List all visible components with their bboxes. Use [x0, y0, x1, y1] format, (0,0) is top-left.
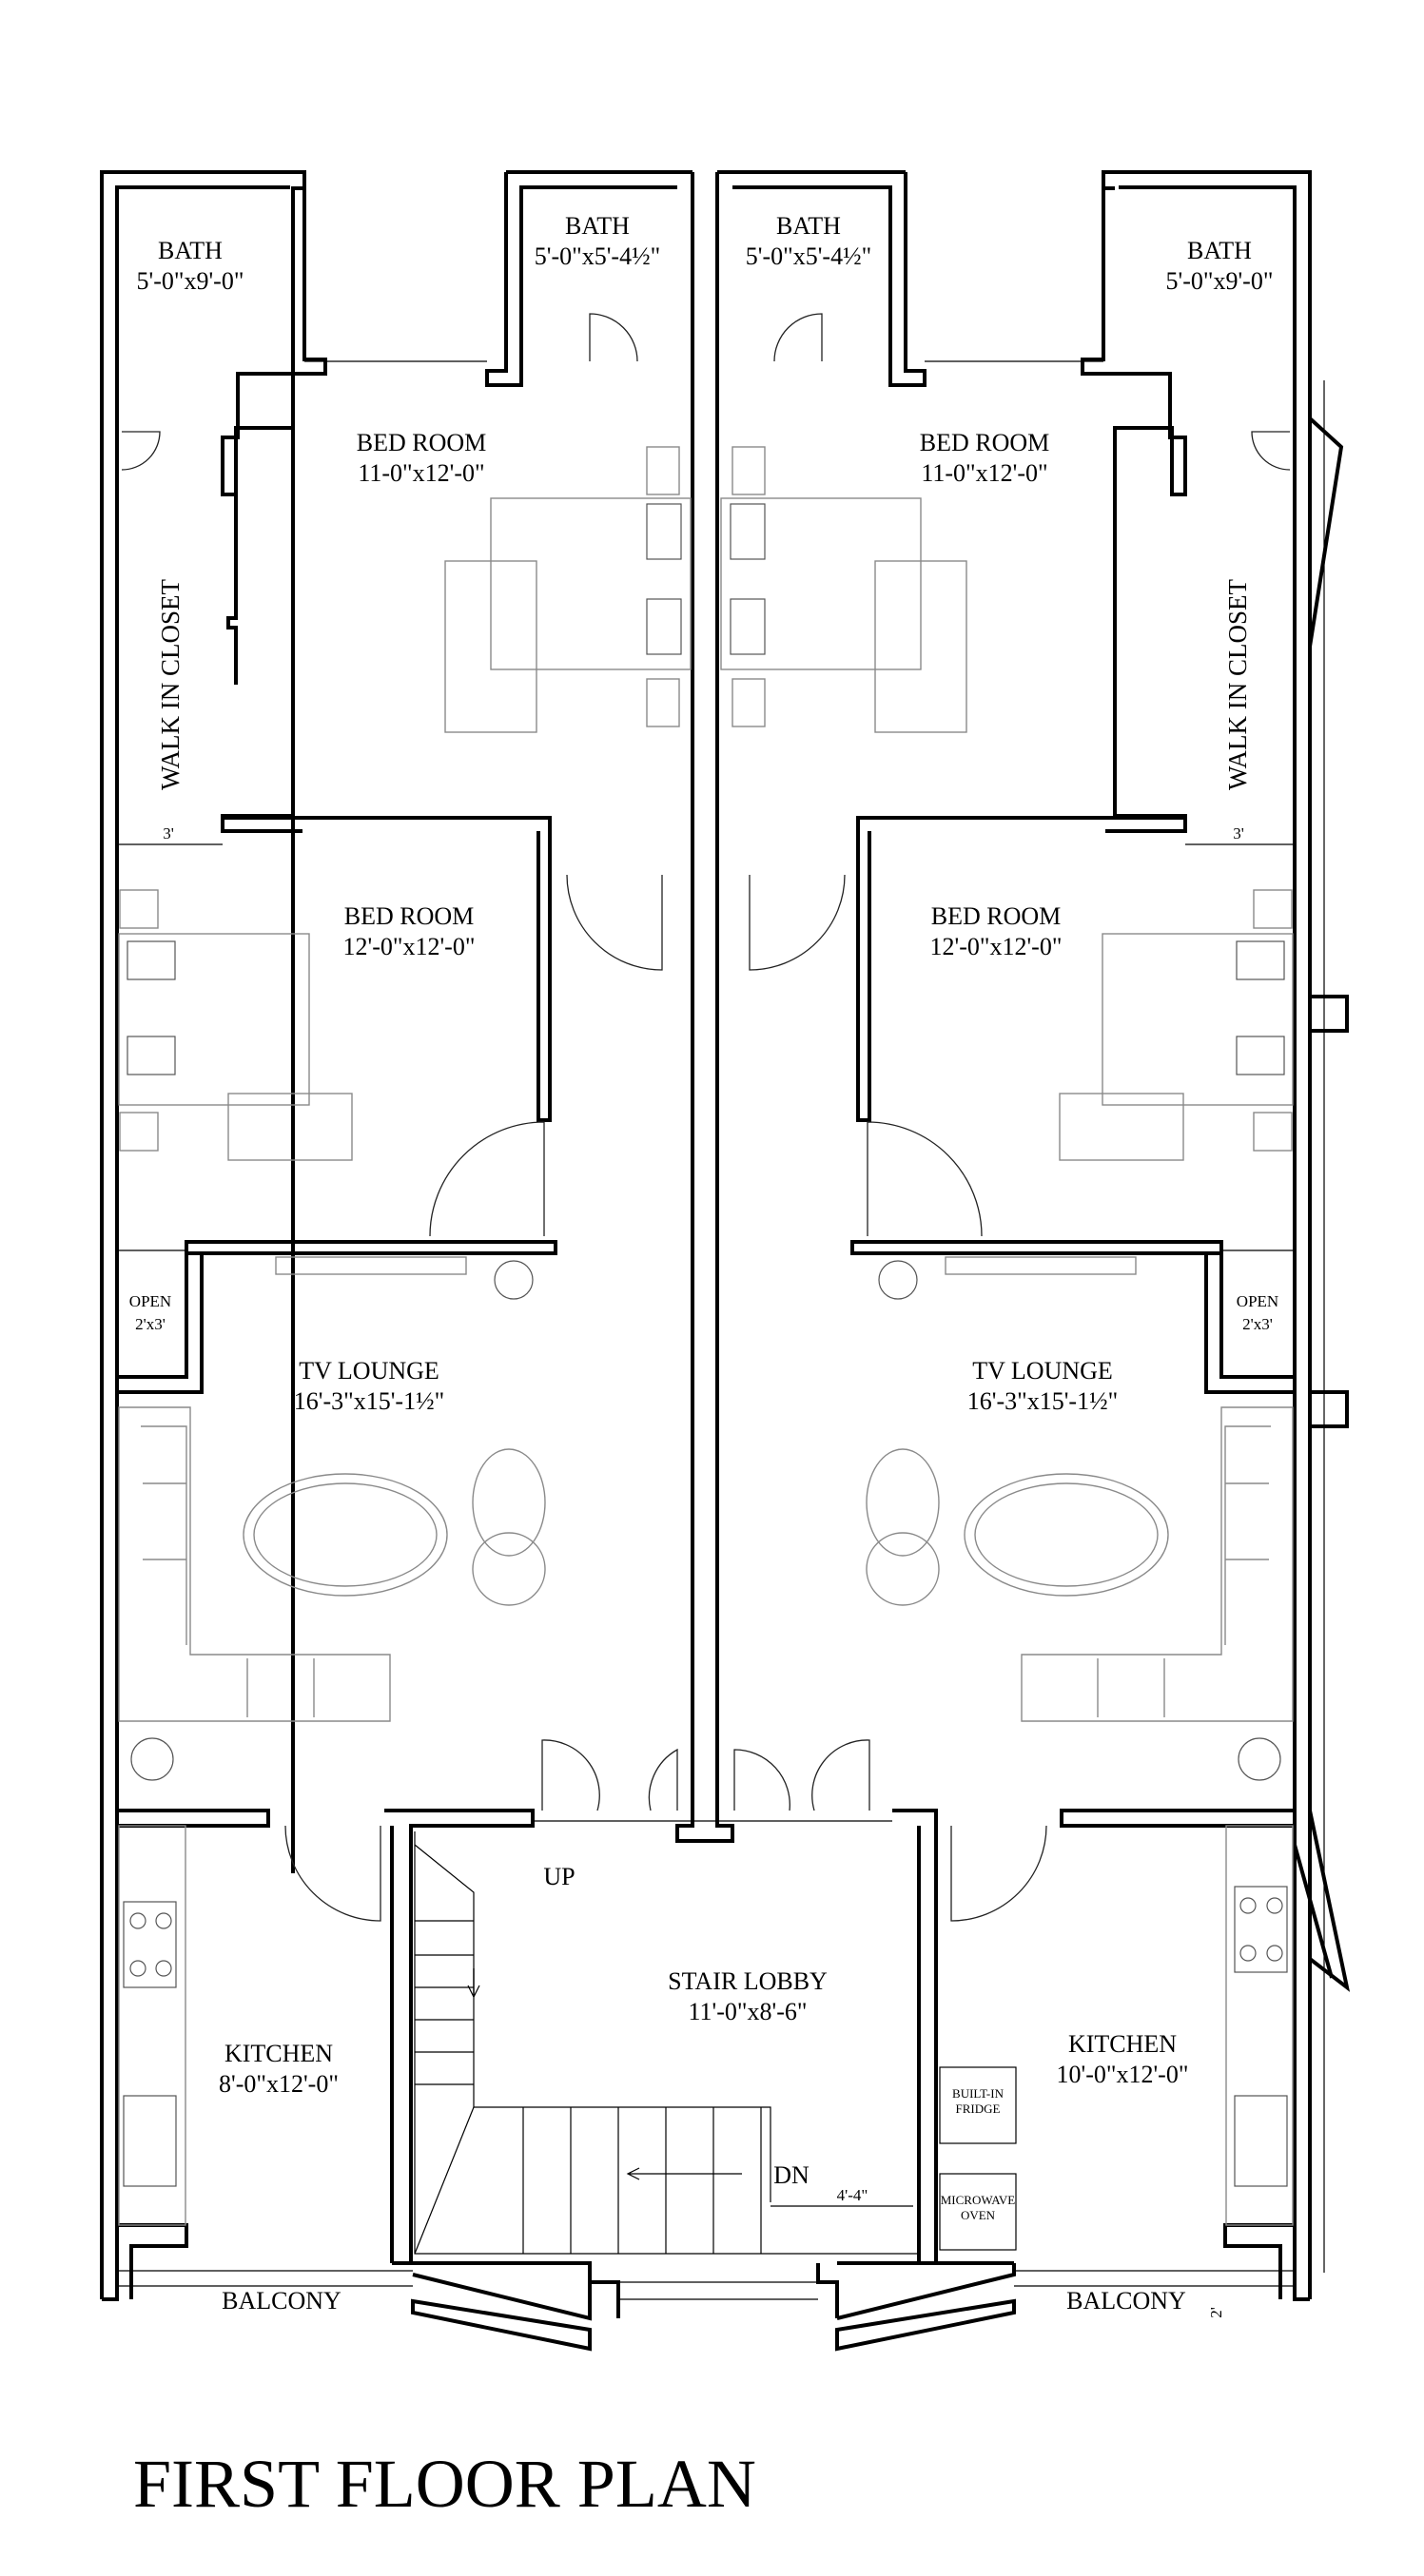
- open-left-name: OPEN: [129, 1292, 171, 1310]
- doors: [121, 313, 1291, 1922]
- stair-treads: [414, 1831, 917, 2255]
- closet-left-dim: 3': [163, 824, 174, 843]
- bath-center-left-size: 5'-0"x5'-4½": [535, 242, 660, 270]
- closet-left-name: WALK IN CLOSET: [156, 579, 185, 790]
- kitchen-fixtures: [118, 1825, 1294, 2251]
- stair-lobby-size: 11'-0"x8'-6": [689, 1998, 808, 2025]
- bed-mid-right-size: 12'-0"x12'-0": [930, 933, 1063, 960]
- bed-mid-right-name: BED ROOM: [931, 902, 1062, 930]
- stair-lobby-name: STAIR LOBBY: [668, 1967, 828, 1995]
- kitchen-right-size: 10'-0"x12'-0": [1057, 2061, 1189, 2088]
- closet-right-name: WALK IN CLOSET: [1223, 579, 1252, 790]
- closet-right-dim: 3': [1233, 824, 1244, 843]
- bed-top-right-size: 11-0"x12'-0": [921, 459, 1047, 487]
- stair-down-label: DN: [773, 2161, 810, 2189]
- thin-lines: [117, 360, 1325, 2300]
- kitchen-left-size: 8'-0"x12'-0": [219, 2070, 339, 2098]
- kitchen-right-name: KITCHEN: [1068, 2030, 1177, 2058]
- fridge-label-1: BUILT-IN: [952, 2086, 1005, 2101]
- microwave-label-1: MICROWAVE: [941, 2193, 1016, 2207]
- lounge-left-name: TV LOUNGE: [299, 1357, 439, 1385]
- walls: [100, 170, 1351, 2352]
- bed-top-left-name: BED ROOM: [357, 429, 487, 456]
- lounge-right-size: 16'-3"x15'-1½": [967, 1387, 1118, 1415]
- lounge-right-name: TV LOUNGE: [972, 1357, 1113, 1385]
- furniture: [118, 446, 1294, 1781]
- open-right-size: 2'x3': [1242, 1315, 1273, 1333]
- kitchen-left-name: KITCHEN: [224, 2040, 333, 2067]
- fridge-label-2: FRIDGE: [956, 2101, 1001, 2116]
- balcony-left-name: BALCONY: [222, 2287, 341, 2315]
- open-right-name: OPEN: [1237, 1292, 1278, 1310]
- balcony-right-name: BALCONY: [1066, 2287, 1186, 2315]
- bath-left-size: 5'-0"x9'-0": [137, 267, 244, 295]
- open-left-size: 2'x3': [135, 1315, 166, 1333]
- lounge-left-size: 16'-3"x15'-1½": [294, 1387, 444, 1415]
- stair-width-dim: 4'-4": [837, 2186, 868, 2204]
- bath-center-left-name: BATH: [565, 212, 630, 240]
- room-labels: BATH 5'-0"x9'-0" BATH 5'-0"x5'-4½" BATH …: [129, 212, 1278, 2318]
- balcony-right-dim: 2': [1207, 2307, 1225, 2318]
- bath-center-right-size: 5'-0"x5'-4½": [746, 242, 871, 270]
- plan-title: FIRST FLOOR PLAN: [133, 2446, 756, 2522]
- stair-up-label: UP: [543, 1863, 575, 1890]
- bed-top-left-size: 11-0"x12'-0": [358, 459, 484, 487]
- bed-mid-left-size: 12'-0"x12'-0": [343, 933, 476, 960]
- bath-left-name: BATH: [158, 237, 223, 264]
- bath-right-name: BATH: [1187, 237, 1252, 264]
- bed-mid-left-name: BED ROOM: [344, 902, 475, 930]
- microwave-label-2: OVEN: [961, 2208, 996, 2222]
- bath-right-size: 5'-0"x9'-0": [1166, 267, 1274, 295]
- bed-top-right-name: BED ROOM: [920, 429, 1050, 456]
- bath-center-right-name: BATH: [776, 212, 841, 240]
